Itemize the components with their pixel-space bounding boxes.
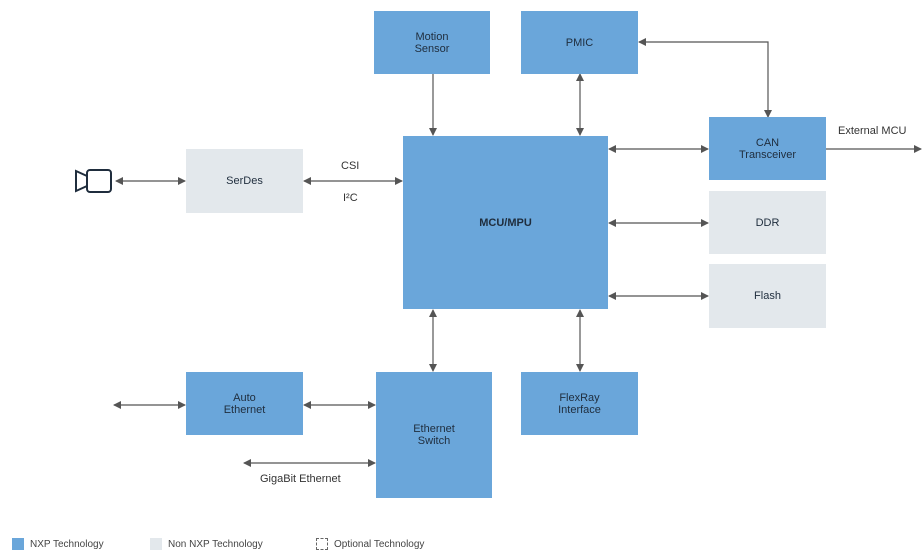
gigabit-ethernet-label: GigaBit Ethernet: [260, 473, 341, 485]
legend-optional-label: Optional Technology: [334, 538, 425, 550]
can-transceiver-block: CAN Transceiver: [709, 117, 826, 180]
i2c-label: I²C: [343, 192, 358, 204]
legend-nxp-swatch: [12, 538, 24, 550]
flexray-interface-block: FlexRay Interface: [521, 372, 638, 435]
motion-sensor-block: Motion Sensor: [374, 11, 490, 74]
pmic-block: PMIC: [521, 11, 638, 74]
legend-nxp: NXP Technology: [12, 536, 104, 552]
legend-optional-swatch: [316, 538, 328, 550]
legend-non-nxp-swatch: [150, 538, 162, 550]
legend-non-nxp-label: Non NXP Technology: [168, 538, 263, 550]
mcu-mpu-block: MCU/MPU: [403, 136, 608, 309]
serdes-block: SerDes: [186, 149, 303, 213]
ethernet-switch-block: Ethernet Switch: [376, 372, 492, 498]
flash-block: Flash: [709, 264, 826, 328]
csi-label: CSI: [341, 160, 360, 172]
external-mcu-label: External MCU: [838, 125, 907, 137]
camera-icon: [75, 169, 112, 193]
legend-nxp-label: NXP Technology: [30, 538, 104, 550]
legend-non-nxp: Non NXP Technology: [150, 536, 263, 552]
ddr-block: DDR: [709, 191, 826, 254]
auto-ethernet-block: Auto Ethernet: [186, 372, 303, 435]
legend-optional: Optional Technology: [316, 536, 424, 552]
pmic-can-link: [638, 38, 772, 118]
